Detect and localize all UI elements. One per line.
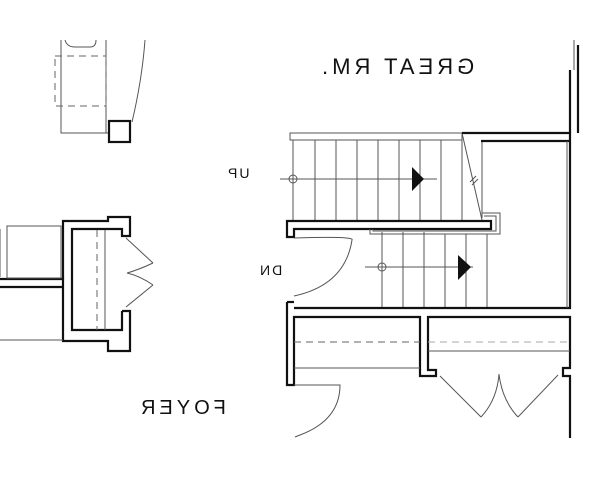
stair-down-label: DN — [258, 262, 283, 278]
stair-enclosure — [293, 40, 580, 310]
stair-arrow-up — [412, 167, 424, 191]
stair-up-run — [280, 132, 483, 221]
stair-down-run — [365, 232, 488, 308]
stair-wall — [285, 212, 501, 239]
great-room-label: GREAT RM. — [318, 54, 475, 79]
stair-arrow-down — [458, 255, 471, 280]
bench-furniture — [54, 39, 146, 144]
lower-closets — [285, 300, 572, 438]
foyer-label: FOYER — [137, 397, 226, 419]
left-closet — [0, 215, 154, 353]
stair-up-label: UP — [226, 165, 250, 181]
